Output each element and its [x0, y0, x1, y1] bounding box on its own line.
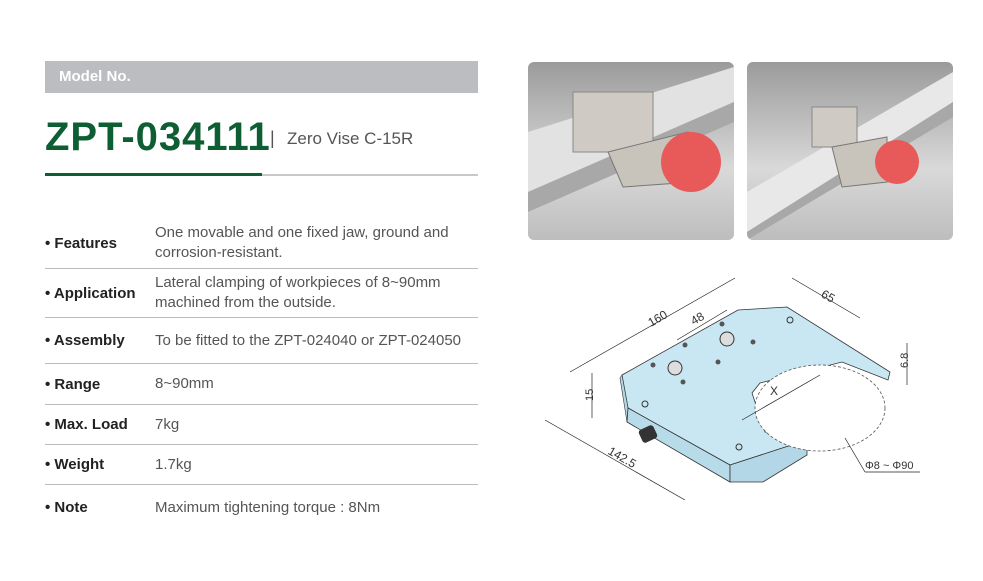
title-separator: |	[270, 128, 275, 148]
spec-value: 7kg	[155, 415, 180, 433]
spec-label: • Max. Load	[45, 416, 128, 433]
model-label-bar: Model No.	[45, 61, 478, 93]
spec-value: 8~90mm	[155, 375, 214, 392]
spec-row-assembly: • Assembly To be fitted to the ZPT-024040…	[45, 318, 478, 364]
spec-label: • Note	[45, 499, 88, 516]
spec-label: • Features	[45, 234, 117, 252]
dim-spacing: 48	[688, 309, 707, 328]
spec-row-max-load: • Max. Load 7kg	[45, 405, 478, 445]
spec-row-features: • Features One movable and one fixed jaw,…	[45, 218, 478, 269]
spec-label: • Application	[45, 284, 136, 302]
model-number: ZPT-034111	[45, 115, 271, 159]
spec-row-note: • Note Maximum tightening torque : 8Nm	[45, 485, 478, 530]
dim-height: 15	[584, 389, 596, 401]
product-name: Zero Vise C-15R	[287, 129, 414, 148]
dim-width: 65	[819, 287, 838, 306]
spec-label: • Weight	[45, 456, 105, 473]
title-underline	[45, 173, 478, 176]
dim-length: 160	[645, 307, 670, 329]
spec-row-application: • Application Lateral clamping of workpie…	[45, 269, 478, 318]
spec-label: • Range	[45, 375, 101, 393]
product-photo-closeup	[528, 62, 734, 240]
spec-value: Lateral clamping of workpieces of 8~90mm…	[155, 274, 441, 311]
knob-icon	[638, 425, 658, 443]
spec-value: 1.7kg	[155, 455, 192, 473]
dim-range: Φ8 ~ Φ90	[865, 460, 913, 472]
spec-value: To be fitted to the ZPT-024040 or ZPT-02…	[155, 331, 462, 349]
spec-value: Maximum tightening torque : 8Nm	[155, 498, 381, 516]
spec-row-range: • Range 8~90mm	[45, 364, 478, 405]
product-photo-overview	[747, 62, 953, 240]
dim-thickness: 6.8	[899, 353, 911, 368]
spec-row-weight: • Weight 1.7kg	[45, 445, 478, 485]
dim-depth: 142.5	[606, 444, 639, 471]
dim-x: X	[770, 384, 778, 398]
spec-label: • Assembly	[45, 332, 125, 349]
spec-value: One movable and one fixed jaw, ground an…	[155, 224, 449, 261]
technical-drawing: 160 48 65 6.8 15 142.5 X Φ8 ~ Φ90	[544, 277, 920, 500]
